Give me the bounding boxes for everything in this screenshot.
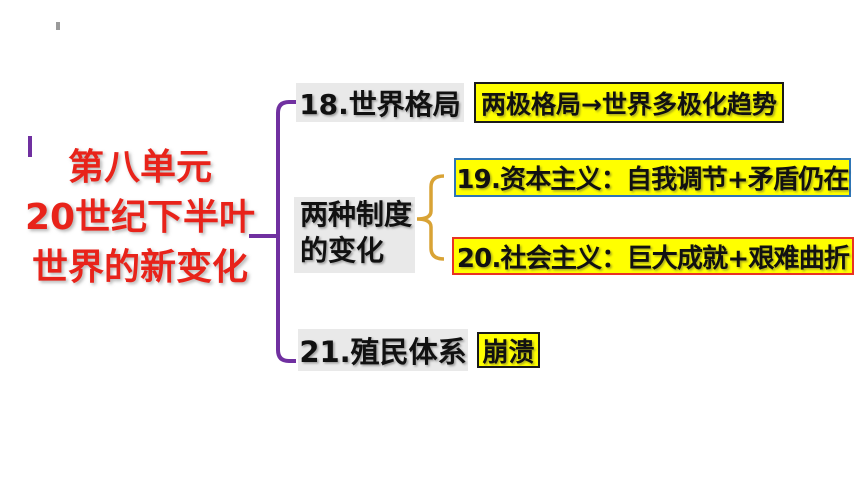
branch-18-value-box: 两极格局→世界多极化趋势 bbox=[474, 82, 784, 123]
branch-systems-label: 两种制度 的变化 bbox=[294, 197, 415, 273]
branch-21-label: 21.殖民体系 bbox=[298, 329, 468, 371]
unit-title: 第八单元 20世纪下半叶 世界的新变化 bbox=[14, 143, 266, 293]
branch-systems-label-line2: 的变化 bbox=[300, 234, 385, 267]
item-20-text: 20.社会主义：巨大成就+艰难曲折 bbox=[456, 243, 850, 274]
item-19-box: 19.资本主义：自我调节+矛盾仍在 bbox=[454, 158, 851, 197]
branch-systems-label-line1: 两种制度 bbox=[300, 198, 413, 231]
item-19-text: 19.资本主义：自我调节+矛盾仍在 bbox=[456, 165, 849, 195]
item-20-box: 20.社会主义：巨大成就+艰难曲折 bbox=[452, 237, 854, 275]
branch-21-value-box: 崩溃 bbox=[477, 332, 540, 368]
branch-18-value-text: 两极格局→世界多极化趋势 bbox=[481, 89, 777, 119]
branch-18-label-text: 18.世界格局 bbox=[299, 87, 461, 121]
unit-title-line1: 第八单元 bbox=[67, 147, 212, 188]
audio-icon bbox=[56, 22, 60, 30]
unit-title-line3: 世界的新变化 bbox=[31, 247, 248, 288]
purple-tick-decor bbox=[28, 136, 32, 157]
branch-18-label: 18.世界格局 bbox=[296, 83, 464, 122]
unit-title-line2: 20世纪下半叶 bbox=[24, 197, 256, 238]
branch-21-value-text: 崩溃 bbox=[482, 337, 535, 368]
branch-21-label-text: 21.殖民体系 bbox=[299, 335, 467, 369]
